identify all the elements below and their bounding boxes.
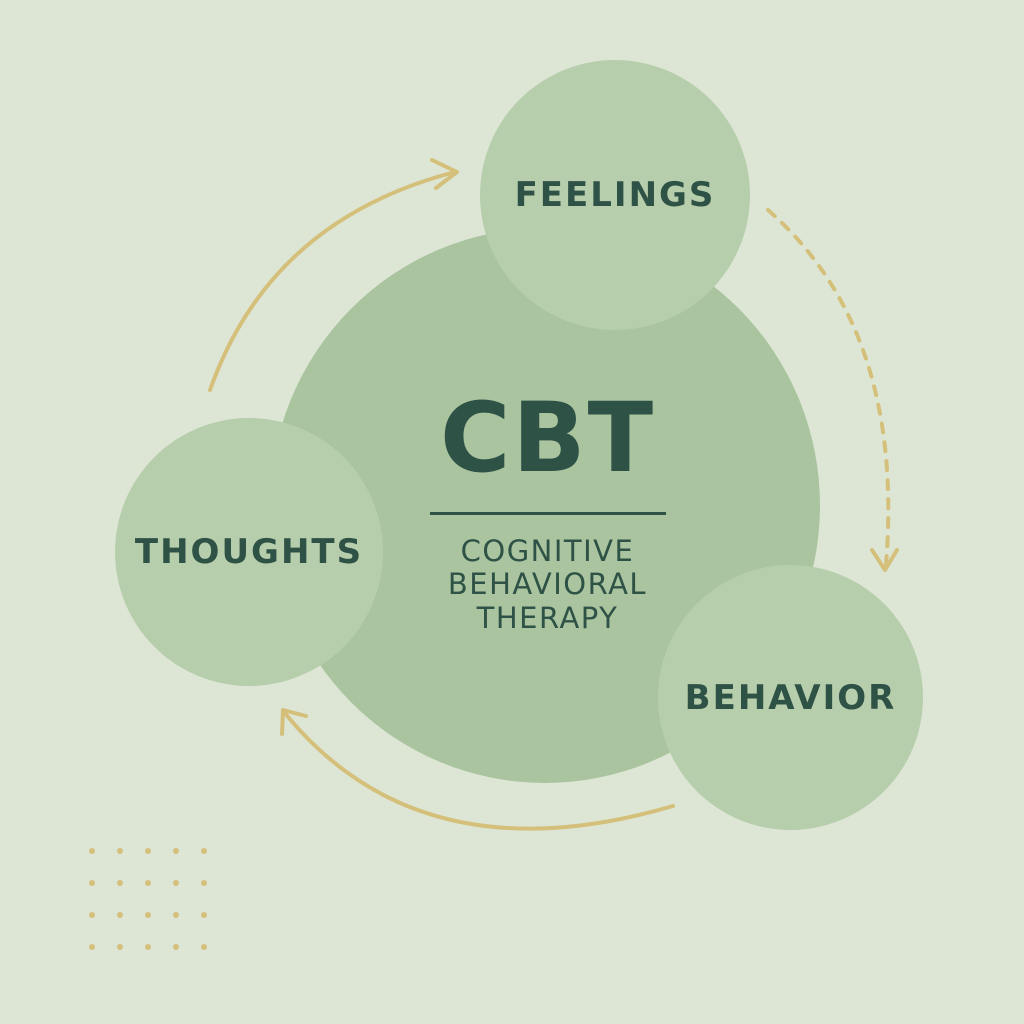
arrow-head-thoughts (280, 708, 308, 736)
arrow-behavior-to-thoughts (282, 710, 675, 831)
full-name-line-3: THERAPY (476, 600, 619, 635)
behavior-node: BEHAVIOR (658, 565, 923, 830)
center-text-block: CBT COGNITIVE BEHAVIORAL THERAPY (405, 390, 690, 635)
full-name-line-1: COGNITIVE (460, 534, 635, 568)
full-name-line-2: BEHAVIORAL (447, 567, 648, 602)
decorative-dot-grid (89, 848, 207, 950)
arrow-head-feelings (430, 158, 459, 190)
cbt-acronym: CBT (439, 382, 656, 494)
thoughts-node: THOUGHTS (115, 418, 383, 686)
arrow-feelings-to-behavior (766, 208, 891, 567)
cbt-full-name: COGNITIVE BEHAVIORAL THERAPY (447, 534, 648, 635)
arrow-head-behavior (870, 548, 899, 572)
behavior-label: BEHAVIOR (684, 677, 897, 718)
arrow-thoughts-to-feelings (208, 170, 457, 392)
thoughts-label: THOUGHTS (134, 532, 364, 572)
feelings-label: FEELINGS (514, 175, 716, 215)
feelings-node: FEELINGS (480, 60, 750, 330)
title-divider (429, 512, 666, 515)
